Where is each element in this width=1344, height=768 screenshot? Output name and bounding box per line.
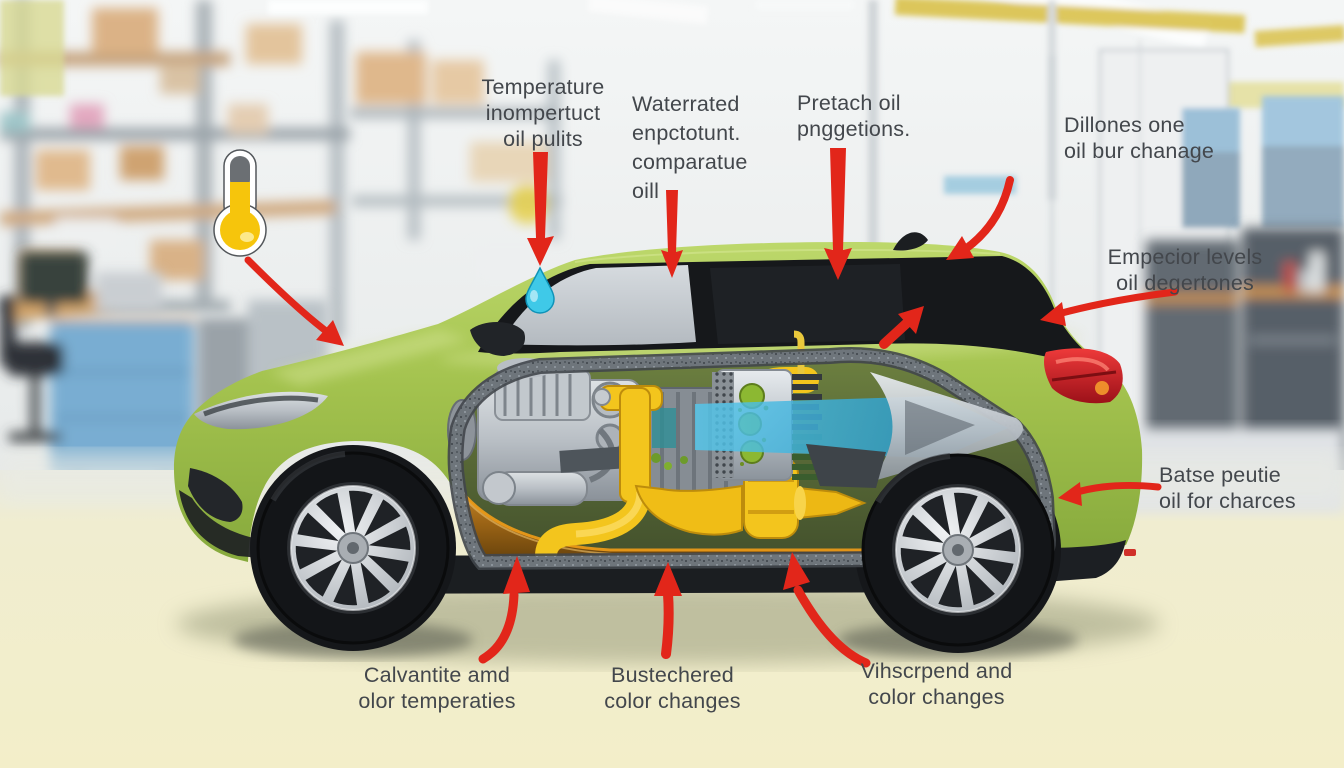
hood-highlight (270, 330, 470, 386)
annotation-line: oil for charces (1159, 489, 1296, 513)
liner-wedge (806, 444, 886, 488)
water-drop-icon (525, 266, 555, 314)
oil-funnel (634, 484, 743, 536)
annotation-temperature: Temperature inompertuct oil pulits (468, 74, 618, 152)
annotation-line: Waterrated (632, 92, 740, 116)
bay-border-texture (450, 349, 1054, 568)
annotation-line: comparatue (632, 150, 748, 174)
arrow-waterrated (661, 190, 683, 278)
annotation-arrows (244, 148, 1179, 668)
annotation-line: Empecior levels (1107, 245, 1263, 269)
annotation-empecior: Empecior levels oil degertones (1100, 244, 1270, 296)
rear-wheel (861, 453, 1055, 647)
annotation-line: pnggetions. (797, 117, 911, 141)
roof-highlight (574, 248, 1001, 263)
arrow-vihscrpend (783, 552, 871, 668)
annotation-line: color changes (868, 685, 1005, 709)
arrow-temperature (244, 256, 344, 346)
rear-door-glass (710, 264, 905, 344)
shark-fin-antenna (893, 232, 928, 251)
annotation-line: olor temperaties (358, 689, 516, 713)
annotation-bustechered: Bustechered color changes (590, 662, 755, 714)
fog-lamp-slot (188, 468, 243, 522)
arrow-dillones (946, 176, 1014, 260)
annotation-batse: Batse peutie oil for charces (1159, 462, 1296, 514)
annotation-line: Batse peutie (1159, 463, 1281, 487)
annotation-line: Dillones one (1064, 113, 1185, 137)
annotation-calvantite: Calvantite amd olor temperaties (356, 662, 518, 714)
arrow-calvantite (478, 556, 530, 664)
annotation-line: enpctotunt. (632, 121, 741, 145)
annotation-line: Bustechered (611, 663, 734, 687)
front-door-glass (500, 265, 696, 346)
headlight (194, 391, 328, 430)
arrow-oil-pulits (527, 152, 554, 266)
arrow-bustechered (654, 562, 682, 659)
annotation-pretach: Pretach oil pnggetions. (797, 90, 910, 142)
turbine-filter (695, 369, 1023, 488)
rear-reflector (1124, 549, 1136, 556)
annotation-line: oil bur chanage (1064, 139, 1215, 163)
annotation-line: oill (632, 179, 660, 203)
annotation-waterrated: Waterrated enpctotunt. comparatue oill (632, 90, 748, 206)
annotation-line: Temperature (481, 75, 605, 99)
rear-bumper-lower (1040, 540, 1126, 582)
headlight-detail (203, 395, 319, 417)
annotation-line: Pretach oil (797, 91, 901, 115)
annotation-line: oil degertones (1116, 271, 1254, 295)
annotation-dillones: Dillones one oil bur chanage (1064, 112, 1214, 164)
annotation-line: Vihscrpend and (860, 659, 1013, 683)
annotation-line: oil pulits (503, 127, 583, 151)
thermometer-icon (213, 149, 267, 257)
annotation-vihscrpend: Vihscrpend and color changes (854, 658, 1019, 710)
annotation-line: Calvantite amd (363, 663, 511, 687)
front-bumper-lower (179, 490, 263, 558)
arrow-batse (1058, 481, 1162, 506)
taillight (1044, 348, 1123, 404)
arrow-empecior (1040, 288, 1179, 326)
arrow-c-pillar (879, 306, 924, 349)
annotation-line: inompertuct (485, 101, 601, 125)
side-mirror (470, 321, 526, 356)
annotation-line: color changes (604, 689, 741, 713)
front-wheel (256, 451, 450, 645)
arrow-pretach (824, 148, 852, 280)
dipstick-tube (793, 330, 805, 378)
